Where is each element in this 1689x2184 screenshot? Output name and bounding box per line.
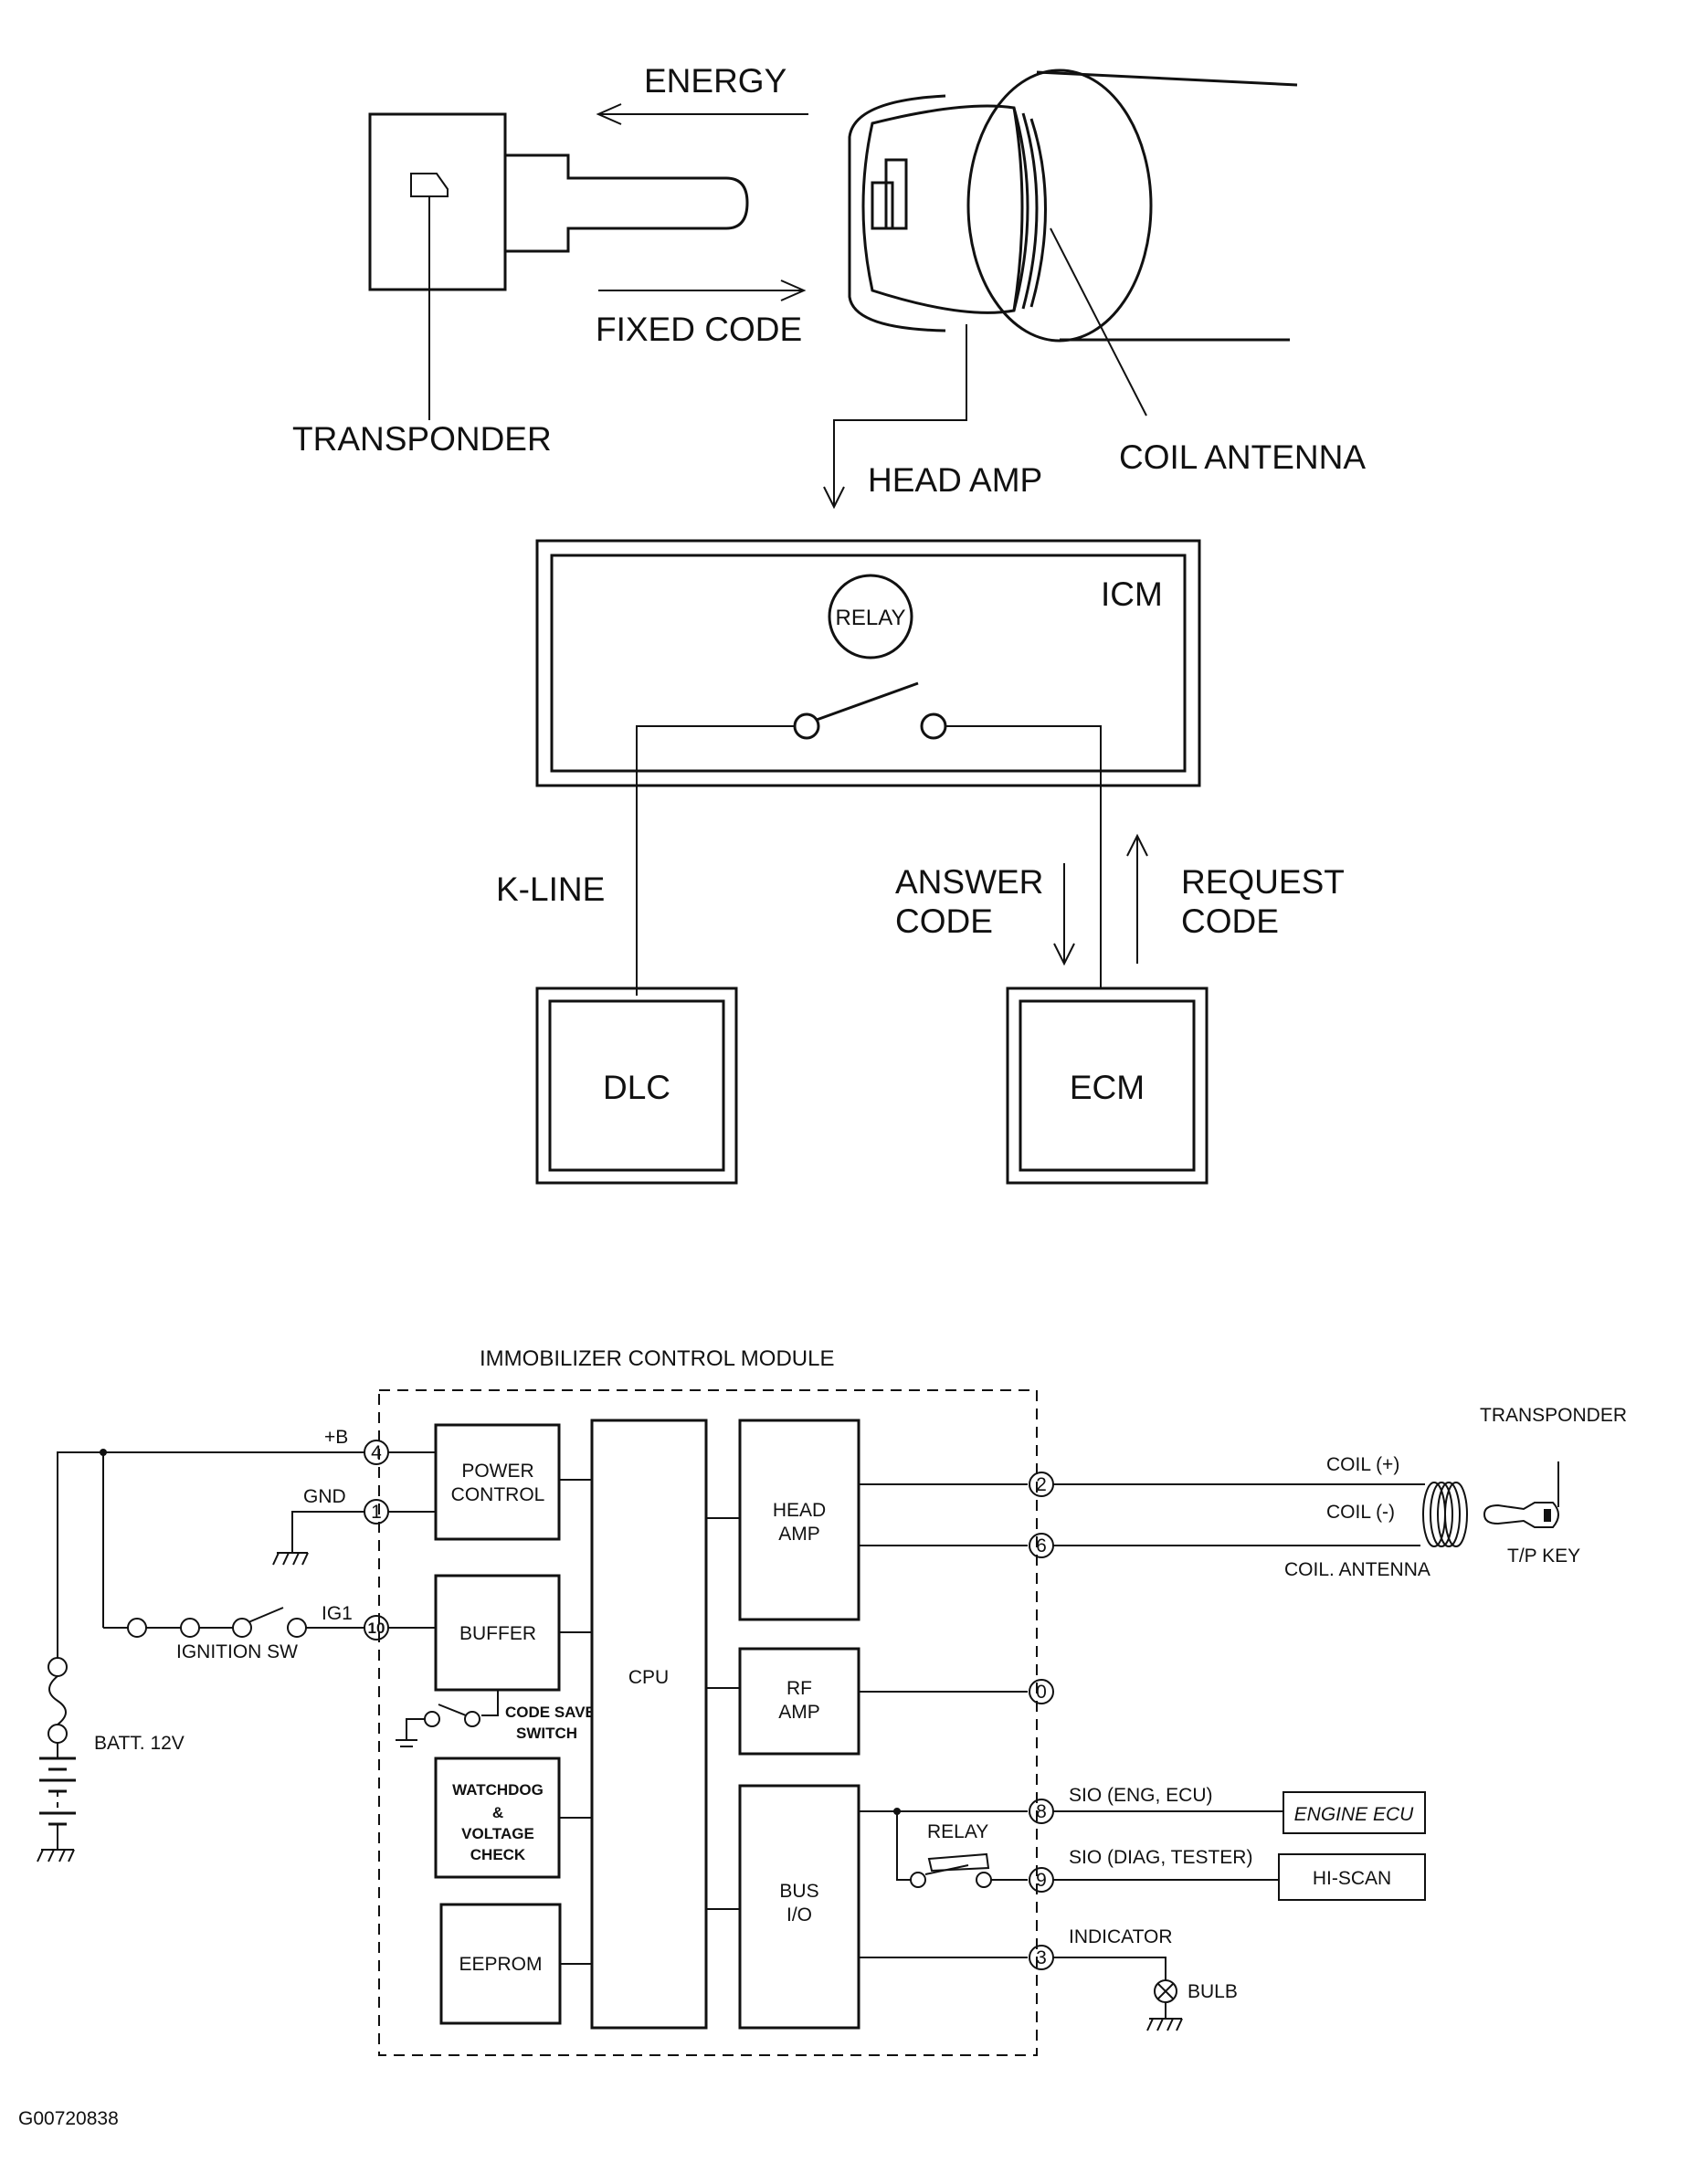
coil-minus-label: COIL (-): [1326, 1502, 1395, 1523]
transponder-ext-label: TRANSPONDER: [1480, 1405, 1627, 1426]
pin-9-label: 9: [1036, 1870, 1047, 1891]
bulb-symbol: [1146, 1979, 1183, 2031]
bus-io-block: [738, 1784, 860, 2030]
engine-ecu-label: ENGINE ECU: [1294, 1804, 1415, 1825]
bulb-label: BULB: [1188, 1981, 1238, 2002]
battery-circuit: [37, 1449, 365, 1862]
code-save-label-1: CODE SAVE: [505, 1704, 596, 1721]
pin-0-label: 0: [1036, 1682, 1047, 1703]
module-boundary: [378, 1389, 1038, 2056]
transponder-key-illustration: [368, 112, 749, 420]
indicator-label: INDICATOR: [1069, 1926, 1173, 1947]
request-code-arrow: [1126, 833, 1148, 964]
transponder-label: TRANSPONDER: [292, 420, 552, 458]
icm-label: ICM: [1101, 575, 1163, 613]
bus-io-label-1: BUS: [779, 1881, 818, 1902]
bus-io-label-2: I/O: [786, 1904, 812, 1926]
pin-2-label: 2: [1036, 1474, 1047, 1495]
head-amp-block-label-1: HEAD: [773, 1500, 826, 1521]
engine-ecu-box: [1283, 1791, 1426, 1834]
energy-arrow: [596, 103, 808, 125]
relay-switch-label: RELAY: [927, 1821, 988, 1842]
cpu-block: [590, 1419, 708, 2030]
dlc-label: DLC: [603, 1069, 670, 1106]
ecm-label: ECM: [1070, 1069, 1145, 1106]
eeprom-block: [439, 1903, 562, 2025]
ignition-sw-label: IGNITION SW: [176, 1641, 298, 1662]
tp-key-symbol: [1483, 1461, 1559, 1528]
coil-antenna-symbol: [1422, 1482, 1468, 1547]
head-amp-block-label-2: AMP: [778, 1524, 820, 1545]
pin-4-label: 4: [371, 1442, 382, 1463]
head-amp-label: HEAD AMP: [868, 461, 1042, 499]
energy-label: ENERGY: [644, 62, 786, 100]
watchdog-label-3: VOLTAGE: [461, 1825, 534, 1842]
answer-code-label-1: ANSWER: [895, 863, 1043, 901]
gnd-label: GND: [303, 1486, 346, 1507]
relay-switch: [896, 1811, 1028, 1888]
watchdog-label-2: &: [492, 1804, 503, 1821]
sio-diag-label: SIO (DIAG, TESTER): [1069, 1847, 1252, 1868]
icm-box: [535, 539, 1201, 996]
power-control-label-1: POWER: [461, 1461, 533, 1482]
power-control-block: [434, 1423, 561, 1541]
ignition-switch: [103, 1607, 365, 1638]
coil-plus-label: COIL (+): [1326, 1454, 1399, 1475]
fixed-code-arrow: [598, 280, 807, 301]
pin-0: [1029, 1679, 1054, 1704]
cpu-label: CPU: [628, 1667, 669, 1688]
power-control-label-2: CONTROL: [451, 1484, 545, 1505]
battery-label: BATT. 12V: [94, 1733, 185, 1754]
plus-b-label: +B: [324, 1427, 348, 1448]
k-line-label: K-LINE: [496, 870, 605, 908]
answer-code-label-2: CODE: [895, 902, 993, 940]
gnd-wire: [272, 1511, 365, 1566]
pin-3-label: 3: [1036, 1947, 1047, 1968]
head-amp-block: [738, 1419, 860, 1621]
tp-key-label: T/P KEY: [1507, 1546, 1580, 1567]
watchdog-label-4: CHECK: [470, 1846, 526, 1863]
coil-antenna-illustration: [848, 69, 1298, 417]
rf-amp-block: [738, 1647, 860, 1756]
hi-scan-label: HI-SCAN: [1313, 1868, 1391, 1889]
code-save-label-2: SWITCH: [516, 1725, 577, 1742]
pin-10-label: 10: [368, 1620, 385, 1637]
eeprom-label: EEPROM: [459, 1954, 542, 1975]
rf-amp-label-1: RF: [786, 1678, 812, 1699]
sio-eng-label: SIO (ENG, ECU): [1069, 1785, 1213, 1806]
figure-id: G00720838: [18, 2108, 119, 2129]
head-amp-wire: [823, 324, 967, 510]
pin-6-label: 6: [1036, 1535, 1047, 1556]
pin-1-label: 1: [371, 1502, 382, 1523]
hi-scan-box: [1278, 1853, 1426, 1901]
dlc-box: [535, 986, 738, 1185]
module-title: IMMOBILIZER CONTROL MODULE: [480, 1346, 834, 1371]
answer-code-arrow: [1053, 863, 1075, 966]
fixed-code-label: FIXED CODE: [596, 311, 802, 348]
request-code-label-1: REQUEST: [1181, 863, 1345, 901]
rf-amp-label-2: AMP: [778, 1702, 820, 1723]
request-code-label-2: CODE: [1181, 902, 1279, 940]
pin-8-label: 8: [1036, 1801, 1047, 1822]
ig1-label: IG1: [322, 1603, 353, 1624]
buffer-label: BUFFER: [459, 1623, 536, 1644]
coil-antenna-label: COIL ANTENNA: [1119, 438, 1366, 476]
wire-indicator: [1053, 1957, 1166, 1980]
watchdog-block: [434, 1757, 561, 1879]
code-save-switch: [396, 1690, 499, 1747]
coil-antenna-ext-label: COIL. ANTENNA: [1284, 1559, 1430, 1580]
ecm-box: [1006, 986, 1209, 1185]
watchdog-label-1: WATCHDOG: [452, 1781, 544, 1799]
relay-label: RELAY: [836, 606, 906, 630]
